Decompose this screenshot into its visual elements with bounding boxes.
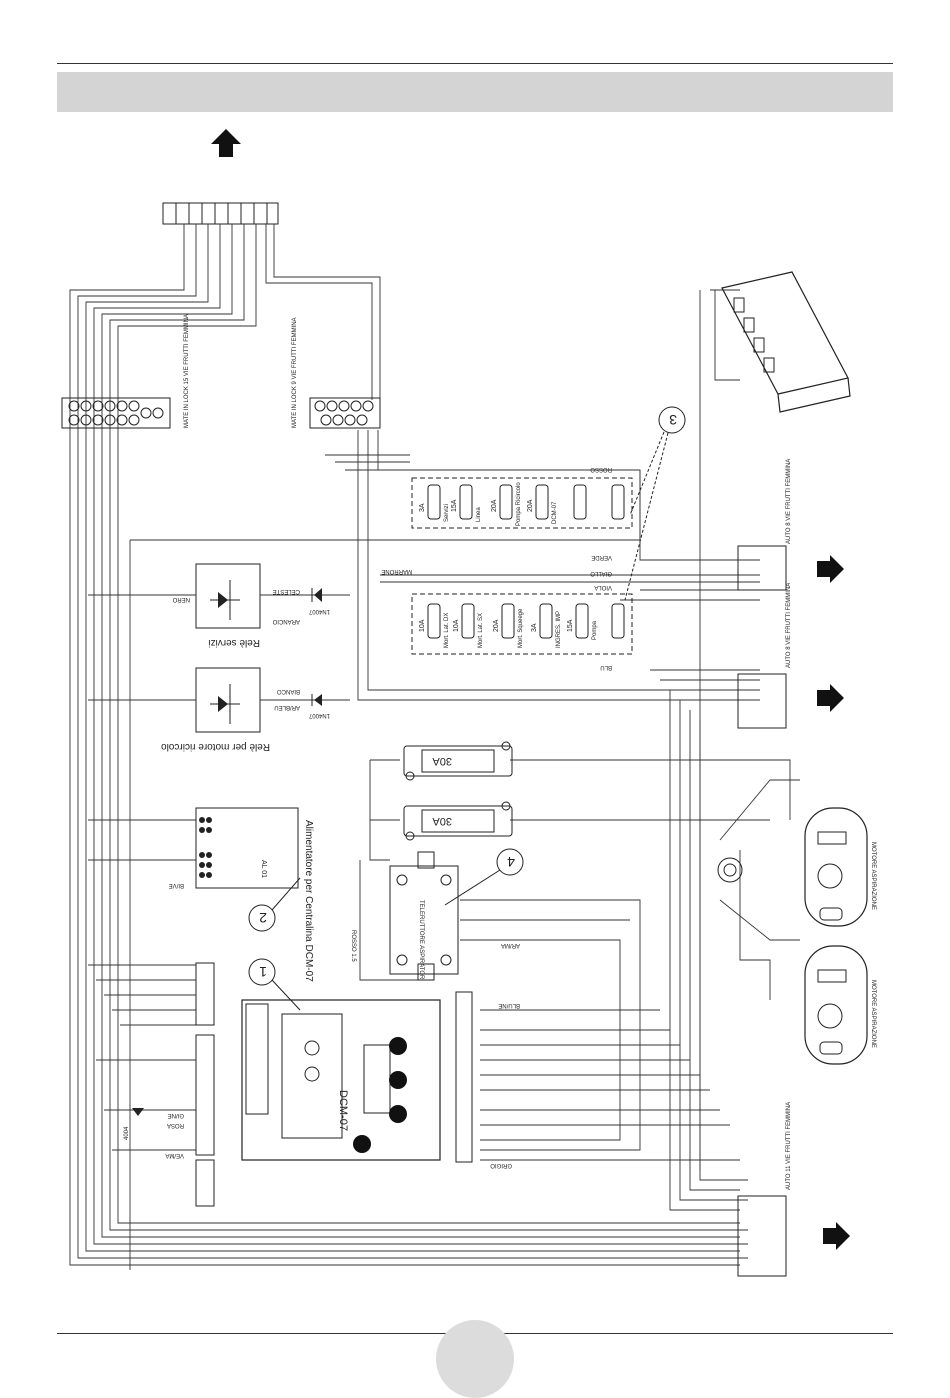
battery-pack bbox=[721, 271, 851, 413]
wire-crossing bbox=[717, 857, 743, 883]
svg-text:3: 3 bbox=[669, 412, 677, 428]
relay-servizi-label: Relè servizi bbox=[208, 637, 260, 648]
svg-text:1: 1 bbox=[259, 964, 267, 980]
wire-label-nero: NERO bbox=[172, 596, 190, 602]
svg-text:4: 4 bbox=[507, 854, 515, 870]
dcm07-controller: DCM-07 bbox=[241, 999, 441, 1161]
fuse-bottom-1-label: Mort. Lat. DX bbox=[444, 613, 450, 648]
relay-ricircolo: Relè per motore ricircolo bbox=[161, 667, 270, 752]
svg-text:1N4007: 1N4007 bbox=[308, 608, 330, 614]
svg-text:30A: 30A bbox=[432, 815, 452, 827]
arrow-right-icon bbox=[823, 1222, 850, 1250]
wire-label-rosa: ROSA bbox=[167, 1122, 184, 1128]
relay-servizi: Relè servizi bbox=[195, 563, 261, 648]
fuse-bottom-5-rating: 15A bbox=[567, 619, 574, 632]
wire-label-viola: VIOLA bbox=[594, 584, 612, 590]
wire-label-marrone: MARRONE bbox=[381, 568, 412, 574]
connector-auto-8-label-b: AUTO 8 VIE FRUTTI FEMMINA bbox=[786, 583, 792, 668]
fuse-bottom-4-label: INGRES. IMP bbox=[556, 611, 562, 648]
arrow-right-icon bbox=[817, 684, 844, 712]
svg-text:30A: 30A bbox=[432, 755, 452, 767]
wire-label-bi-ve: BI/VE bbox=[169, 882, 184, 888]
wire-label-ve-ma: VE/MA bbox=[165, 1152, 184, 1158]
title-band bbox=[57, 72, 893, 112]
connector-strips bbox=[195, 545, 787, 1277]
callout-4: 4 bbox=[444, 848, 524, 906]
connector-15-label: MATE IN LOCK 15 VIE FRUTTI FEMMINA bbox=[184, 314, 190, 428]
wire-label-rosso-15: ROSSO 1.5 bbox=[350, 930, 356, 962]
breaker-2: 30A bbox=[403, 801, 513, 841]
fuse-box-bottom: 10A 10A 20A 3A 15A Mort. Lat. DX Mort. L… bbox=[411, 593, 633, 655]
svg-text:4004: 4004 bbox=[124, 1126, 130, 1140]
remote-switch-label: TELERUTTORE ASPIRATORI bbox=[418, 900, 424, 981]
wire-label-verde: VERDE bbox=[591, 554, 612, 560]
callout-1: 1 bbox=[248, 958, 301, 1011]
motor-2-label: MOTORE ASPIRAZIONE bbox=[870, 980, 876, 1048]
wire-label-blu: BLU bbox=[600, 664, 612, 670]
fuse-top-2-label: Linea bbox=[476, 507, 482, 522]
dcm07-label: DCM-07 bbox=[337, 1090, 349, 1131]
diode-3: 4004 bbox=[124, 1108, 144, 1140]
connector-auto-8-label-a: AUTO 8 VIE FRUTTI FEMMINA bbox=[786, 459, 792, 544]
wire-label-ar-ma: AR/MA bbox=[501, 942, 520, 948]
fuse-top-1-label: Servizi bbox=[444, 504, 450, 522]
arrow-right-icon bbox=[817, 555, 844, 583]
relay-ricircolo-label: Relè per motore ricircolo bbox=[161, 741, 270, 752]
fuse-bottom-5-label: Pompa bbox=[592, 620, 598, 640]
remote-switch: TELERUTTORE ASPIRATORI bbox=[389, 851, 459, 981]
callout-3: 3 bbox=[624, 406, 686, 601]
fuse-top-3-label: Pompa Ricircolo bbox=[516, 482, 522, 526]
wire-label-bianco: BIANCO bbox=[277, 688, 300, 694]
wire-harness bbox=[69, 224, 800, 1270]
svg-text:1N4007: 1N4007 bbox=[308, 712, 330, 718]
wire-label-rosso: ROSSO bbox=[590, 466, 612, 472]
motor-2: MOTORE ASPIRAZIONE bbox=[804, 945, 876, 1065]
connector-15-way: MATE IN LOCK 15 VIE FRUTTI FEMMINA bbox=[61, 314, 190, 429]
connector-9-label: MATE IN LOCK 9 VIE FRUTTI FEMMINA bbox=[292, 317, 298, 428]
wire-label-giallo: GIALLO bbox=[590, 570, 612, 576]
page-number-tab bbox=[436, 1320, 514, 1398]
fuse-top-2-rating: 15A bbox=[451, 499, 458, 512]
fuse-top-3-rating: 20A bbox=[491, 499, 498, 512]
svg-text:2: 2 bbox=[259, 910, 267, 926]
power-supply: AL 01 Alimentatore per Centralina DCM-07 bbox=[195, 807, 314, 982]
wire-label-blu-ne: BLU/NE bbox=[498, 1002, 520, 1008]
callout-2: 2 bbox=[248, 877, 301, 932]
motor-1: MOTORE ASPIRAZIONE bbox=[804, 807, 876, 927]
fuse-top-4-rating: 20A bbox=[527, 499, 534, 512]
diode-2: 1N4007 bbox=[308, 694, 330, 718]
wire-label-grigio: GRIGIO bbox=[490, 1162, 512, 1168]
header-rule bbox=[57, 63, 893, 64]
fuse-bottom-2-rating: 10A bbox=[453, 619, 460, 632]
fuse-bottom-2-label: Mort. Lat. SX bbox=[478, 613, 484, 648]
connector-auto-11-label: AUTO 11 VIE FRUTTI FEMMINA bbox=[786, 1102, 792, 1190]
fuse-top-1-rating: 3A bbox=[419, 503, 426, 512]
fuse-top-4-label: DCM-07 bbox=[552, 501, 558, 524]
breaker-1: 30A bbox=[403, 741, 513, 781]
fuse-bottom-4-rating: 3A bbox=[531, 623, 538, 632]
wire-label-ar-bleu: AR/BLEU bbox=[274, 704, 300, 710]
diode-1: 1N4007 bbox=[308, 588, 330, 614]
fuse-bottom-3-rating: 20A bbox=[493, 619, 500, 632]
arrow-up-icon bbox=[211, 129, 241, 157]
wire-label-arancio: ARANCIO bbox=[272, 618, 300, 624]
fuse-box-top: 3A 15A 20A 20A Servizi Linea Pompa Ricir… bbox=[411, 477, 633, 529]
top-connector bbox=[162, 202, 279, 225]
wire-label-gi-ne: GI/NE bbox=[168, 1112, 184, 1118]
motor-1-label: MOTORE ASPIRAZIONE bbox=[870, 842, 876, 910]
power-supply-label: Alimentatore per Centralina DCM-07 bbox=[303, 820, 314, 982]
power-supply-code: AL 01 bbox=[260, 860, 267, 878]
wire-label-celeste: CELESTE bbox=[273, 588, 300, 594]
connector-9-way: MATE IN LOCK 9 VIE FRUTTI FEMMINA bbox=[292, 317, 381, 429]
fuse-bottom-1-rating: 10A bbox=[419, 619, 426, 632]
fuse-bottom-3-label: Mort. Squeege bbox=[518, 608, 524, 648]
